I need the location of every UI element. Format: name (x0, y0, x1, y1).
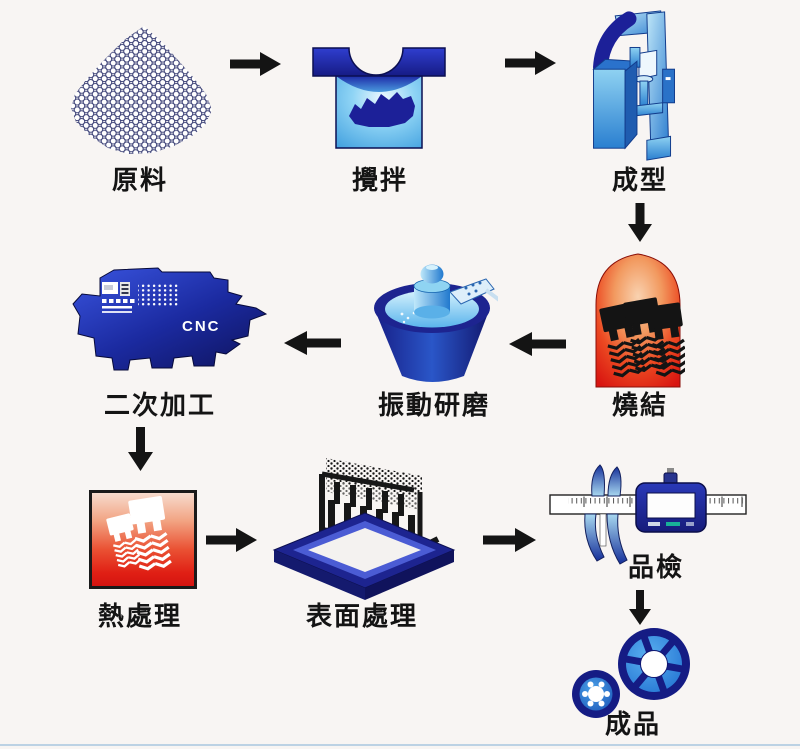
step-label-secondary-machining: 二次加工 (103, 390, 217, 420)
arrow-left-icon (509, 332, 566, 356)
arrow-down-icon (629, 590, 651, 625)
caliper-icon (549, 464, 747, 565)
step-label-heat-treatment: 熱處理 (97, 601, 183, 631)
heat-treatment-icon (89, 490, 197, 589)
step-label-forming: 成型 (611, 165, 669, 195)
arrow-right-icon (505, 51, 556, 75)
rotor-part (618, 628, 690, 700)
step-label-finished-product: 成品 (604, 709, 662, 739)
step-label-quality-inspection: 品檢 (627, 552, 685, 582)
finished-products-icon (572, 628, 690, 718)
cnc-machine-text: CNC (182, 318, 221, 335)
arrow-left-icon (284, 331, 341, 355)
lcd-display (646, 492, 696, 519)
step-label-sintering: 燒結 (611, 390, 669, 420)
surface-treatment-icon (272, 458, 456, 600)
step-label-mixing: 攪拌 (351, 165, 409, 195)
control-panel (102, 282, 135, 313)
cnc-machine-icon: CNC (72, 267, 268, 371)
bottom-rule (0, 744, 800, 746)
step-label-vibration-grinding: 振動研磨 (377, 390, 491, 420)
step-label-raw-material: 原料 (111, 165, 169, 195)
vibration-grinding-bowl-icon (374, 264, 498, 382)
sintering-furnace-icon (595, 253, 685, 388)
raw-material-powder-icon (71, 26, 212, 154)
powder-blob (349, 92, 415, 127)
arrow-right-icon (230, 52, 281, 76)
arrow-down-icon (628, 203, 652, 242)
forming-press-icon (592, 10, 675, 161)
arrow-right-icon (483, 528, 536, 552)
machine-silhouette (72, 267, 268, 371)
mixing-machine-icon (312, 47, 446, 149)
flange-part (572, 670, 620, 718)
arrow-down-icon (128, 427, 153, 471)
step-label-surface-treatment: 表面處理 (305, 601, 419, 631)
vent-dot-grid (138, 284, 180, 306)
arrow-right-icon (206, 528, 257, 552)
